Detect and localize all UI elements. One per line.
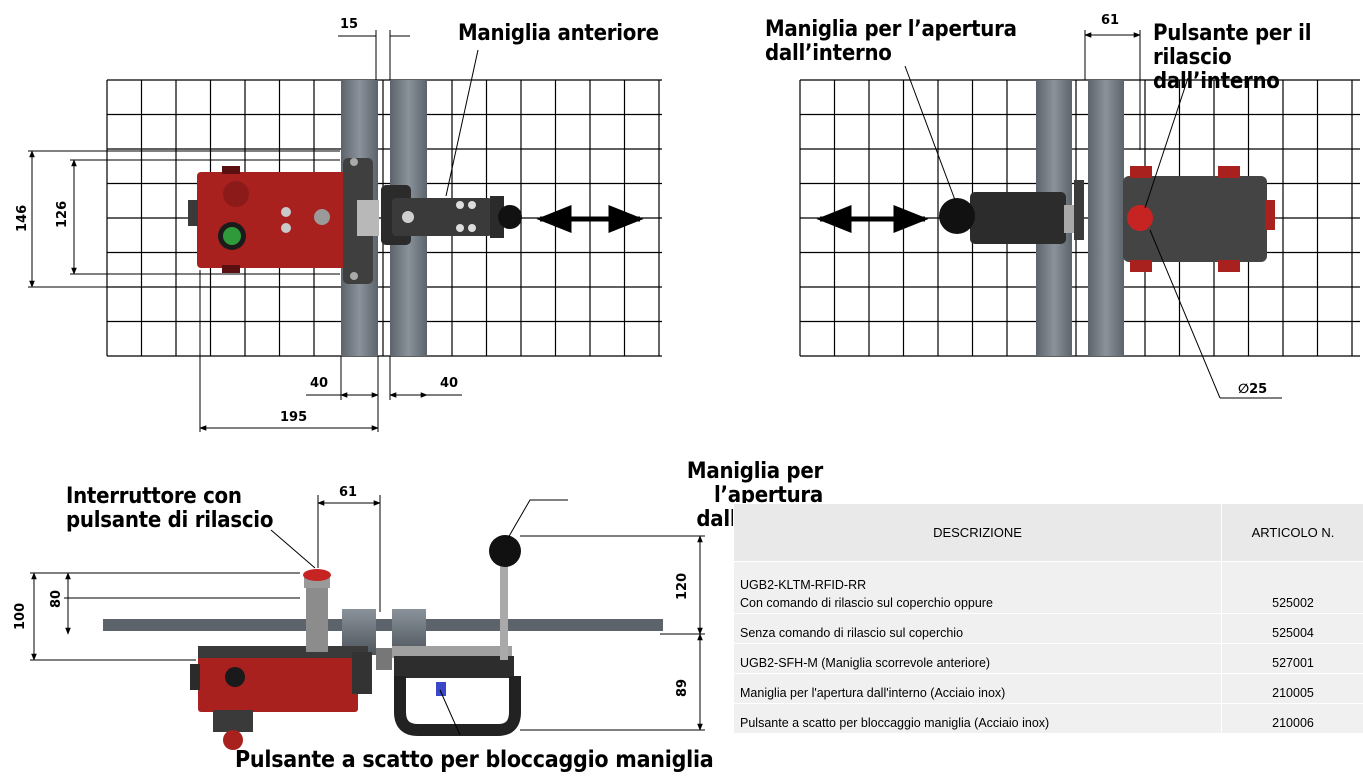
bottom-view <box>103 535 663 750</box>
row-code: 525002 <box>1221 561 1363 614</box>
dim-40-right: 40 <box>440 376 459 391</box>
dim-diam-25: ∅25 <box>1238 382 1268 397</box>
inside-handle <box>939 180 1084 244</box>
green-button <box>223 227 241 245</box>
row-description: Senza comando di rilascio sul coperchio <box>733 613 1222 644</box>
row-code: 527001 <box>1221 643 1363 674</box>
dim-89: 89 <box>675 678 690 697</box>
row-description: Maniglia per l'apertura dall'interno (Ac… <box>733 673 1222 704</box>
row-description-text: Con comando di rilascio sul coperchio op… <box>740 596 993 610</box>
dim-61-bottom: 61 <box>339 485 358 500</box>
row-model: UGB2-KLTM-RFID-RR <box>740 578 867 592</box>
label-front-handle: Maniglia anteriore <box>458 21 659 46</box>
front-handle <box>381 185 522 245</box>
dim-126: 126 <box>55 200 70 228</box>
panel-bar <box>103 619 663 631</box>
header-description: DESCRIZIONE <box>733 503 1222 562</box>
dim-120: 120 <box>675 572 690 600</box>
row-code: 210006 <box>1221 703 1363 734</box>
dim-61-top: 61 <box>1101 13 1120 28</box>
table-row: Maniglia per l'apertura dall'interno (Ac… <box>733 673 1363 704</box>
table-row: UGB2-SFH-M (Maniglia scorrevole anterior… <box>733 643 1363 674</box>
top-left-view <box>106 79 662 357</box>
table-header-row: DESCRIZIONE ARTICOLO N. <box>733 503 1363 562</box>
label-release-button: Pulsante per il rilascio dall’interno <box>1153 21 1312 94</box>
dim-15: 15 <box>340 17 359 32</box>
handle-side <box>392 535 521 736</box>
table-row: Pulsante a scatto per bloccaggio manigli… <box>733 703 1363 734</box>
row-description: UGB2-SFH-M (Maniglia scorrevole anterior… <box>733 643 1222 674</box>
label-switch: Interruttore con pulsante di rilascio <box>66 484 274 533</box>
parts-table: DESCRIZIONE ARTICOLO N. UGB2-KLTM-RFID-R… <box>733 503 1363 734</box>
header-article-number: ARTICOLO N. <box>1221 503 1363 562</box>
top-right-view <box>799 79 1360 357</box>
dim-146: 146 <box>15 204 30 232</box>
row-code: 525004 <box>1221 613 1363 644</box>
label-lock-button: Pulsante a scatto per bloccaggio manigli… <box>235 747 714 773</box>
dim-100: 100 <box>13 602 28 630</box>
row-code: 210005 <box>1221 673 1363 704</box>
dimension-lines <box>28 30 1282 736</box>
safety-switch-body <box>188 158 379 284</box>
switch-side <box>190 569 392 750</box>
dim-80: 80 <box>49 589 64 608</box>
dim-40-left: 40 <box>310 376 329 391</box>
table-row: UGB2-KLTM-RFID-RR Con comando di rilasci… <box>733 561 1363 614</box>
profile-right-b <box>1088 80 1124 356</box>
table-row: Senza comando di rilascio sul coperchio … <box>733 613 1363 644</box>
row-description: UGB2-KLTM-RFID-RR Con comando di rilasci… <box>733 561 1222 614</box>
dim-195: 195 <box>280 410 308 425</box>
label-inside-handle-top: Maniglia per l’apertura dall’interno <box>765 17 1017 66</box>
release-button-red <box>1127 205 1153 231</box>
switch-back <box>1123 166 1275 272</box>
row-description: Pulsante a scatto per bloccaggio manigli… <box>733 703 1222 734</box>
